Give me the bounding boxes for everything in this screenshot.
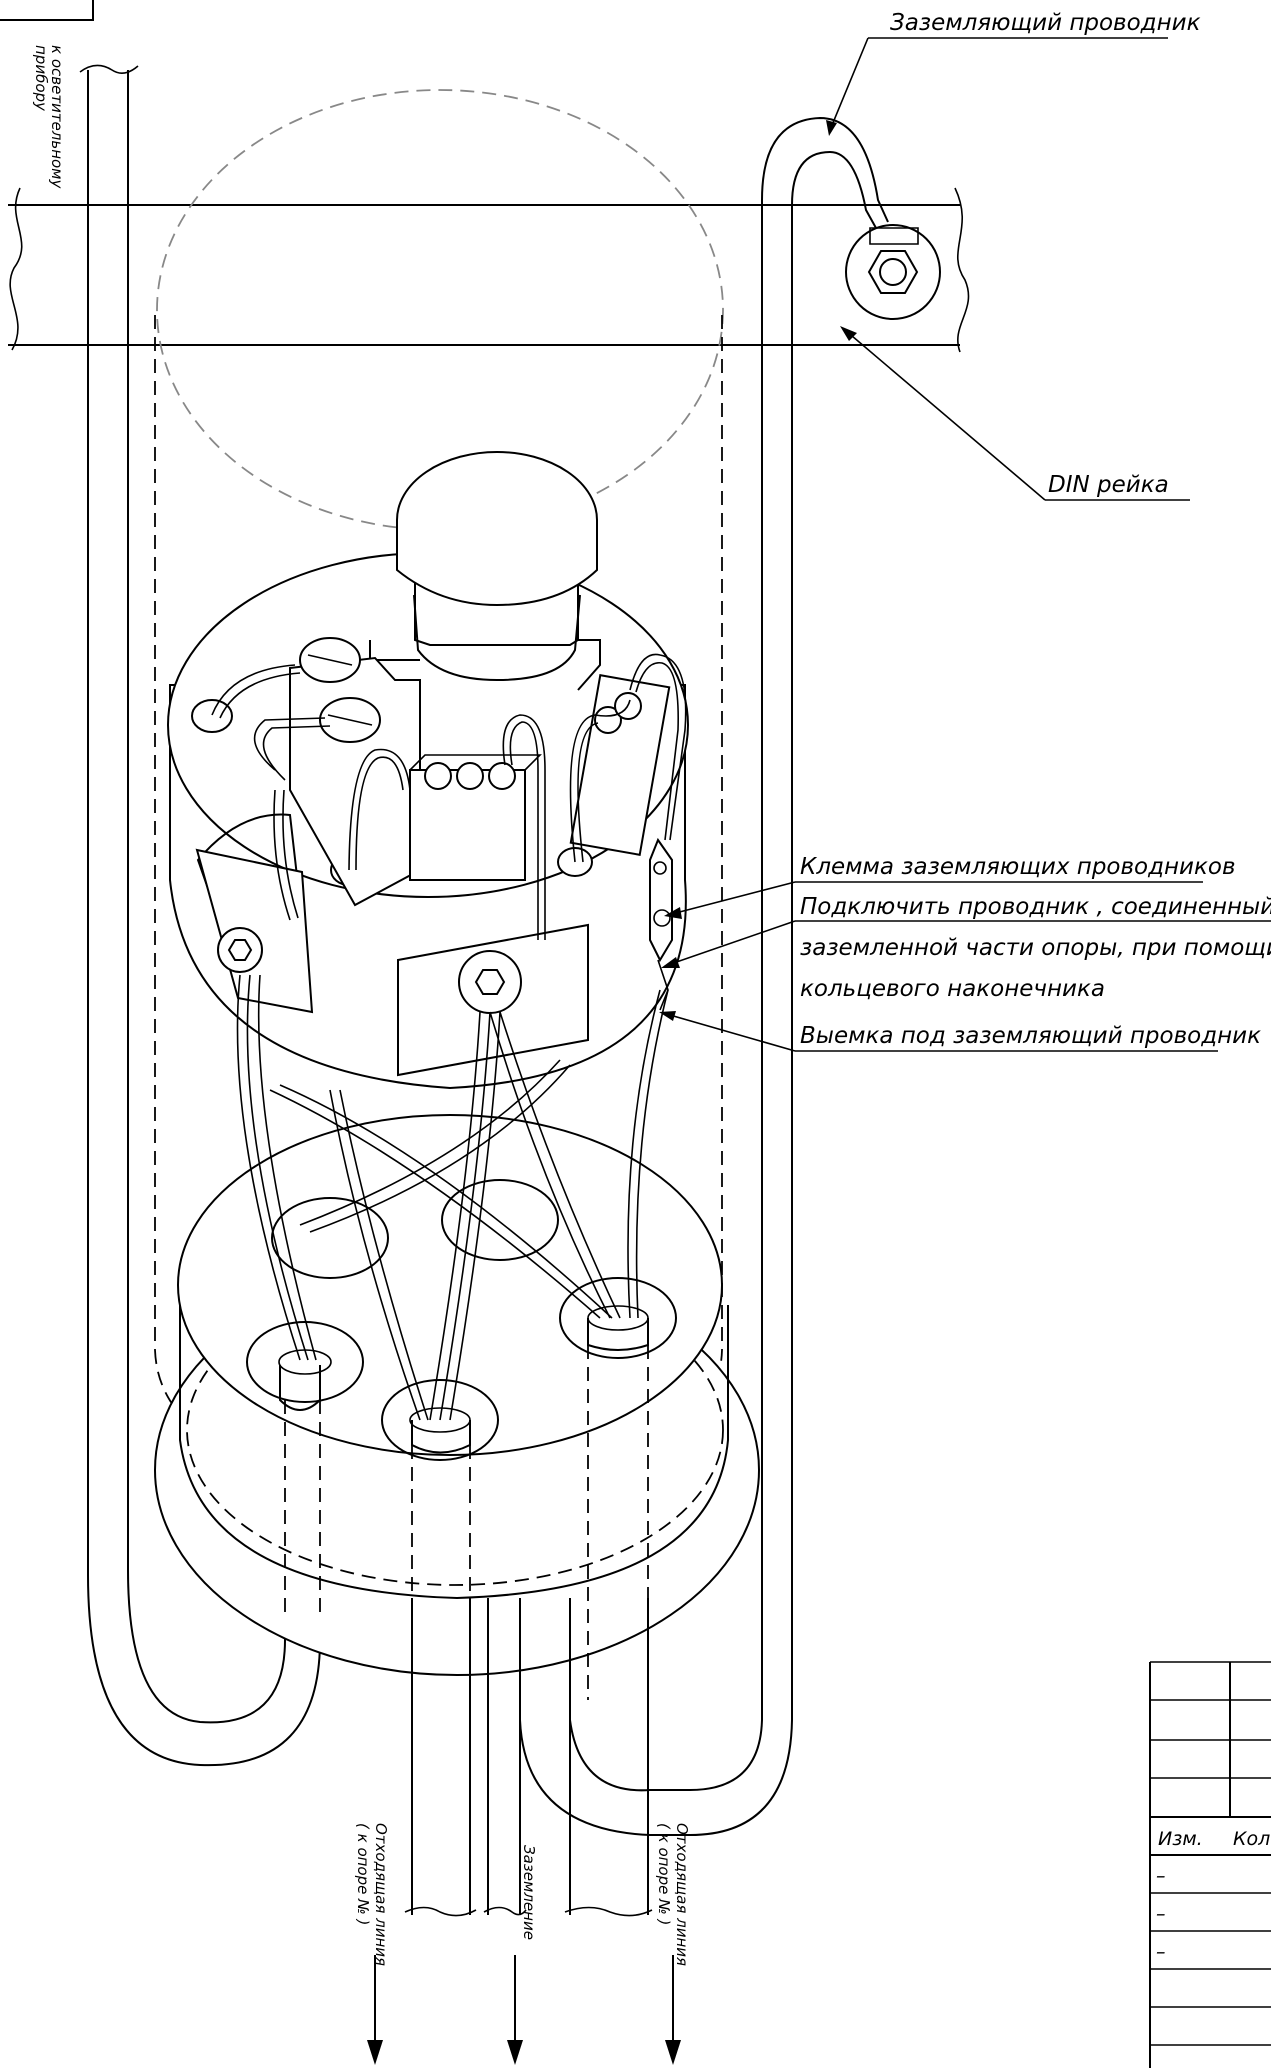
label-din-rail: DIN рейка	[1048, 472, 1169, 498]
outgoing-cables	[284, 1345, 653, 1917]
label-out-right-line2: ( к опоре № )	[655, 1823, 673, 1925]
label-to-light-line1: к осветительному	[48, 45, 66, 190]
label-connect-line1: Подключить проводник , соединенный к	[800, 894, 1271, 920]
title-block-izm: Изм.	[1158, 1828, 1203, 1850]
frame-corner	[0, 0, 94, 21]
label-recess: Выемка под заземляющий проводник	[800, 1023, 1261, 1049]
label-grounding: Заземление	[520, 1845, 538, 1940]
label-connect-line3: кольцевого наконечника	[800, 976, 1105, 1002]
cable-to-luminaire	[79, 64, 321, 1767]
label-out-right-line1: Отходящая линия	[673, 1823, 691, 1966]
label-connect-line2: заземленной части опоры, при помощи	[800, 935, 1271, 961]
label-to-light-line2: прибору	[32, 45, 50, 112]
label-ground-terminal: Клемма заземляющих проводников	[800, 854, 1236, 880]
ground-conductor-loop	[519, 116, 889, 1836]
leader-lines	[659, 37, 1271, 1052]
din-rail	[8, 187, 970, 353]
direction-arrows	[367, 1955, 681, 2065]
label-out-left-line1: Отходящая линия	[372, 1823, 390, 1966]
title-block-dash-2: –	[1156, 1903, 1166, 1925]
inner-clamps	[289, 637, 671, 907]
title-block	[1149, 1661, 1271, 2068]
title-block-kol: Кол	[1233, 1828, 1270, 1850]
title-block-dash-3: –	[1156, 1941, 1166, 1963]
label-ground-conductor: Заземляющий проводник	[890, 10, 1201, 36]
gland-plate	[177, 1114, 723, 1461]
top-cap	[369, 451, 601, 691]
label-out-left-line2: ( к опоре № )	[354, 1823, 372, 1925]
wires	[211, 653, 687, 1421]
title-block-dash-1: –	[1156, 1865, 1166, 1887]
ground-lug-nut	[845, 224, 941, 320]
